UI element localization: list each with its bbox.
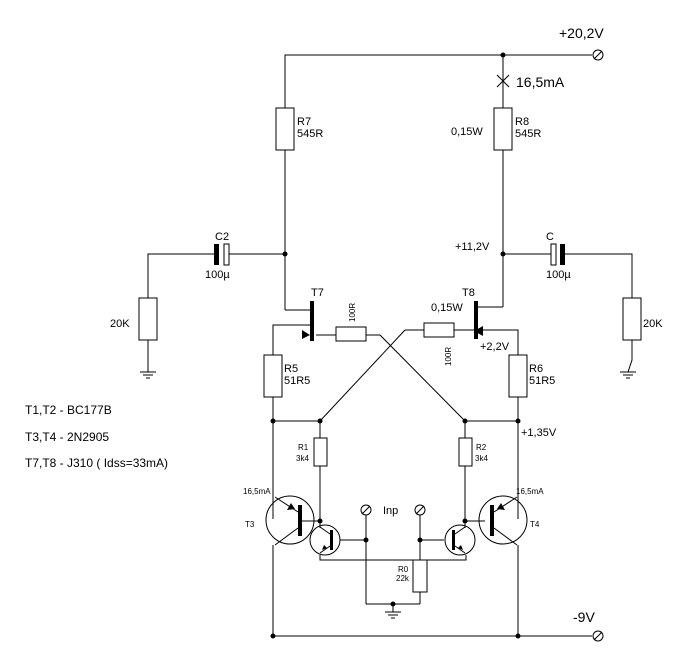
junction-dot — [282, 251, 288, 257]
r-gate-left-value: 100R — [348, 303, 357, 322]
resistor-gate-right — [423, 322, 455, 338]
junction-dot — [270, 418, 276, 424]
r7-value: 545R — [297, 128, 323, 140]
current-cross-icon — [496, 74, 510, 88]
t4-label: T4 — [530, 520, 540, 529]
r-left-value: 20K — [110, 318, 130, 330]
resistor-r8 — [493, 107, 513, 151]
resistor-20k-right — [622, 297, 642, 341]
r0-value: 22k — [396, 574, 410, 583]
transistor-t3 — [265, 495, 315, 546]
node-voltage-t8-source: +2,2V — [480, 341, 510, 353]
c2-name: C2 — [215, 231, 229, 243]
resistor-r5 — [263, 354, 283, 398]
t3-label: T3 — [245, 520, 255, 529]
transistor-t4 — [478, 495, 528, 546]
ground-left — [140, 371, 156, 379]
junction-dot — [515, 418, 521, 424]
r1-value: 3k4 — [296, 454, 309, 463]
r8-name: R8 — [515, 116, 529, 128]
junction-dot — [270, 633, 276, 639]
c-value: 100µ — [546, 269, 571, 281]
transistor-t2 — [444, 524, 476, 556]
jfet-t7 — [302, 301, 314, 341]
t3-current: 16,5mA — [243, 487, 271, 496]
junction-dots — [270, 52, 521, 639]
junction-dot — [462, 518, 468, 524]
junction-dot — [515, 633, 521, 639]
resistor-gate-left — [335, 326, 367, 342]
terminal-input-right — [414, 504, 426, 516]
capacitor-c — [550, 243, 565, 266]
junction-dot — [317, 418, 323, 424]
junction-dot — [500, 52, 506, 58]
terminal-negative — [592, 630, 604, 642]
r2-value: 3k4 — [475, 454, 488, 463]
r6-name: R6 — [529, 363, 543, 375]
t8-power: 0,15W — [431, 302, 463, 314]
legend-line-3: T7,T8 - J310 ( Idss=33mA) — [25, 456, 168, 470]
ground-input — [385, 611, 401, 619]
junction-dot — [363, 537, 369, 543]
resistor-r7 — [275, 107, 295, 151]
supply-negative-label: -9V — [573, 609, 595, 625]
junction-dot — [500, 251, 506, 257]
r6-value: 51R5 — [529, 375, 555, 387]
c2-value: 100µ — [205, 269, 230, 281]
terminal-positive — [592, 49, 604, 61]
t8-name: T8 — [462, 287, 475, 299]
capacitor-c2 — [214, 243, 230, 266]
node-voltage-mid: +11,2V — [455, 241, 490, 253]
transistor-t1 — [309, 524, 341, 556]
jfet-t8 — [474, 301, 483, 339]
t4-current: 16,5mA — [516, 487, 544, 496]
resistor-r0 — [412, 559, 428, 593]
terminal-input — [360, 504, 372, 516]
resistor-r2 — [458, 437, 473, 467]
resistor-20k-left — [138, 297, 158, 341]
wires — [147, 54, 633, 637]
junction-dot — [462, 418, 468, 424]
junction-dot — [317, 518, 323, 524]
r1-name: R1 — [298, 443, 309, 452]
legend-line-2: T3,T4 - 2N2905 — [25, 430, 109, 444]
r7-name: R7 — [297, 116, 311, 128]
t7-label: T7 — [311, 287, 324, 299]
legend-line-1: T1,T2 - BC177B — [25, 403, 112, 417]
node-voltage-r6: +1,35V — [521, 427, 557, 439]
r-right-value: 20K — [643, 318, 663, 330]
r5-name: R5 — [284, 363, 298, 375]
c-name: C — [546, 231, 554, 243]
ground-right — [620, 371, 636, 379]
r8-value: 545R — [515, 128, 541, 140]
junction-dot — [417, 537, 423, 543]
junction-dot — [390, 601, 396, 607]
r-gate-right-value: 100R — [444, 347, 453, 366]
r2-name: R2 — [476, 443, 487, 452]
r5-value: 51R5 — [284, 375, 310, 387]
resistor-r1 — [313, 437, 328, 467]
r0-name: R0 — [398, 565, 409, 574]
r8-power: 0,15W — [451, 126, 483, 138]
supply-positive-label: +20,2V — [559, 25, 604, 41]
resistor-r6 — [508, 354, 528, 398]
current-label: 16,5mA — [516, 74, 565, 90]
input-label: Inp — [383, 505, 398, 517]
